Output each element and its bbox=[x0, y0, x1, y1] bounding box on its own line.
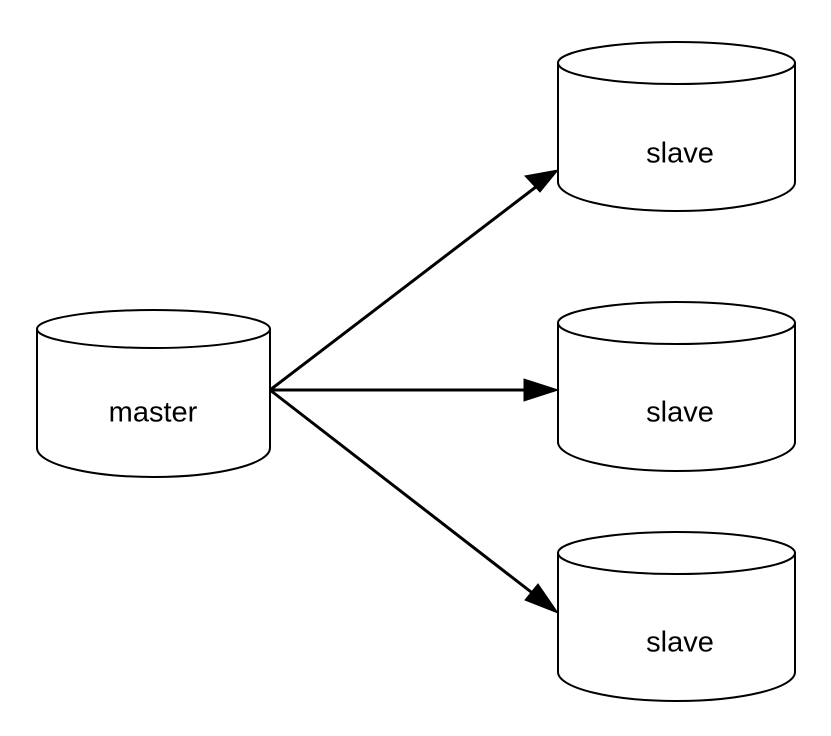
slave-1-cylinder-body bbox=[557, 41, 796, 212]
edge-master-to-slave-3-arrowhead bbox=[524, 583, 560, 615]
edge-master-to-slave-2[interactable] bbox=[270, 378, 560, 402]
edge-master-to-slave-1-line bbox=[269, 178, 546, 392]
slave-1-cylinder-lid bbox=[557, 62, 796, 85]
node-slave-3[interactable]: slave bbox=[557, 531, 796, 702]
node-label-slave-3: slave bbox=[646, 627, 714, 659]
edge-master-to-slave-1[interactable] bbox=[269, 169, 560, 392]
master-cylinder-lid bbox=[36, 328, 271, 349]
edge-master-to-slave-2-arrowhead bbox=[523, 378, 560, 402]
master-cylinder-body bbox=[36, 309, 271, 478]
slave-2-cylinder-body bbox=[557, 301, 796, 472]
node-slave-1[interactable]: slave bbox=[557, 41, 796, 212]
slave-2-cylinder-lid bbox=[557, 322, 796, 345]
node-label-slave-1: slave bbox=[646, 138, 714, 170]
slave-3-cylinder-lid bbox=[557, 552, 796, 575]
node-master[interactable]: master bbox=[36, 309, 271, 478]
node-slave-2[interactable]: slave bbox=[557, 301, 796, 472]
node-label-master: master bbox=[109, 397, 198, 429]
edge-master-to-slave-3-line bbox=[269, 388, 545, 604]
edge-master-to-slave-1-arrowhead bbox=[524, 169, 560, 193]
slave-3-cylinder-body bbox=[557, 531, 796, 702]
edge-master-to-slave-3[interactable] bbox=[269, 388, 560, 615]
node-label-slave-2: slave bbox=[646, 397, 714, 429]
